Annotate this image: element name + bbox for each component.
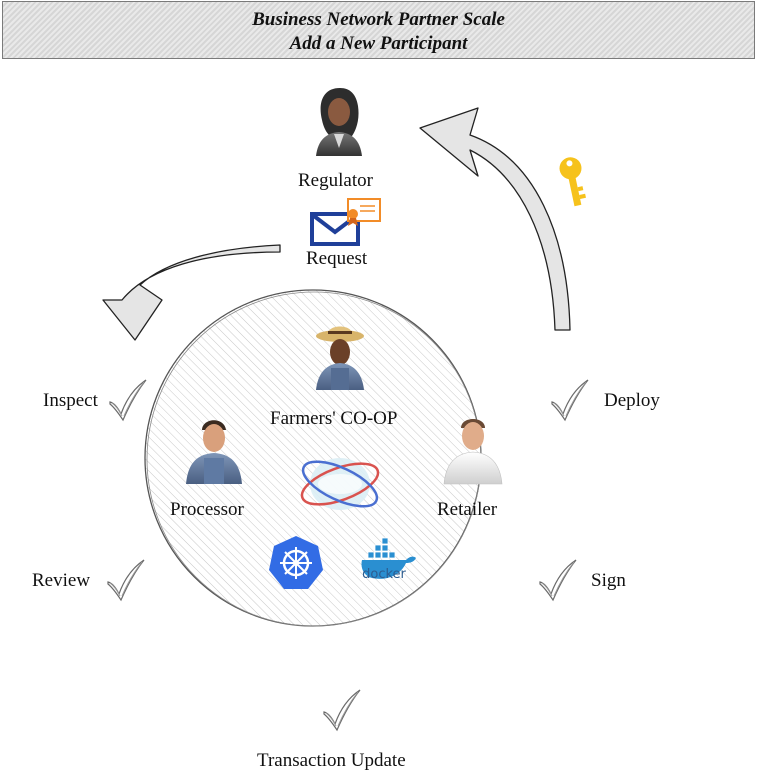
checkmark-icon	[109, 379, 147, 421]
checkmark-icon	[107, 559, 145, 601]
network-globe-icon	[300, 458, 380, 510]
certificate-icon	[347, 198, 381, 226]
checkmark-icon	[551, 379, 589, 421]
title-box: Business Network Partner Scale Add a New…	[2, 1, 755, 59]
regulator-label: Regulator	[298, 170, 373, 191]
arrow-to-inspect	[102, 244, 281, 341]
request-label: Request	[306, 248, 368, 269]
transaction-update-label: Transaction Update	[257, 750, 406, 771]
arrow-to-regulator	[419, 107, 571, 331]
retailer-person-icon	[443, 419, 503, 485]
processor-person-icon	[186, 420, 242, 484]
checkmark-icon	[323, 689, 361, 731]
checkmark-icon	[539, 559, 577, 601]
retailer-label: Retailer	[437, 499, 498, 520]
title-line-1: Business Network Partner Scale	[252, 9, 505, 30]
processor-label: Processor	[170, 499, 244, 520]
inspect-label: Inspect	[43, 390, 98, 411]
key-icon	[559, 157, 586, 207]
deploy-label: Deploy	[604, 390, 660, 411]
farmer-person-icon	[316, 326, 364, 390]
farmers-label: Farmers' CO-OP	[270, 408, 398, 429]
sign-label: Sign	[591, 570, 626, 591]
docker-wordmark: docker	[362, 567, 406, 582]
docker-icon	[361, 537, 416, 579]
regulator-person-icon	[316, 88, 362, 156]
title-line-2: Add a New Participant	[289, 33, 468, 54]
review-label: Review	[32, 570, 91, 591]
kubernetes-icon	[269, 536, 323, 589]
